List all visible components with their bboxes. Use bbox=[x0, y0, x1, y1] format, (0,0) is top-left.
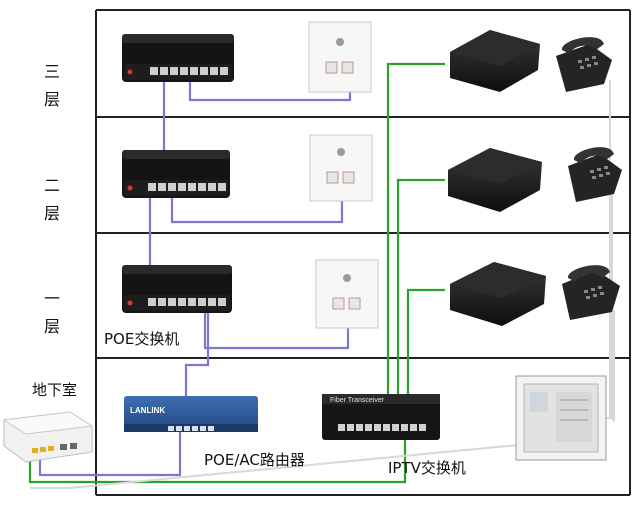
distribution-box bbox=[515, 375, 607, 461]
building-frame bbox=[95, 9, 631, 496]
cable-floor2-switch-ap bbox=[170, 196, 344, 224]
fiber-transceiver-text: Fiber Transceiver bbox=[330, 397, 385, 404]
poe-switch-floor2 bbox=[122, 150, 230, 198]
cable-modem-to-router bbox=[38, 430, 182, 477]
cable-iptv-floor3 bbox=[386, 62, 445, 424]
poe-ac-router: LANLINK bbox=[124, 396, 258, 432]
iptv-switch: Fiber Transceiver bbox=[322, 394, 440, 440]
iptv-switch-label: IPTV交换机 bbox=[388, 459, 466, 477]
wall-ap-floor3 bbox=[308, 21, 372, 93]
router-brand-text: LANLINK bbox=[130, 406, 165, 415]
floor-2-label: 二 层 bbox=[43, 176, 60, 223]
floor-3-label: 三 层 bbox=[43, 62, 60, 109]
poe-switch-floor3 bbox=[122, 34, 234, 82]
optical-modem bbox=[2, 411, 94, 463]
telephone-floor2 bbox=[568, 147, 622, 202]
iptv-cables bbox=[28, 62, 445, 484]
iptv-stb-floor2 bbox=[448, 148, 542, 212]
telephone-floor1 bbox=[562, 265, 620, 320]
poe-ac-router-label: POE/AC路由器 bbox=[204, 451, 305, 469]
basement-label: 地下室 bbox=[32, 381, 78, 399]
floor-1-label: 一 层 bbox=[43, 289, 60, 336]
iptv-stb-floor3 bbox=[450, 30, 540, 92]
wall-ap-floor2 bbox=[309, 134, 373, 202]
poe-switch-floor1 bbox=[122, 265, 232, 313]
telephone-floor3 bbox=[556, 37, 612, 92]
cable-iptv-floor2 bbox=[396, 178, 445, 424]
wall-ap-floor1 bbox=[315, 259, 379, 329]
poe-switch-label: POE交换机 bbox=[104, 330, 180, 348]
iptv-stb-floor1 bbox=[450, 262, 546, 326]
cable-floor3-switch-ap bbox=[188, 82, 352, 102]
cable-iptv-floor1 bbox=[406, 288, 445, 424]
cable-floor1-switch-ap bbox=[203, 308, 350, 350]
cable-modem-to-iptv bbox=[28, 440, 407, 484]
